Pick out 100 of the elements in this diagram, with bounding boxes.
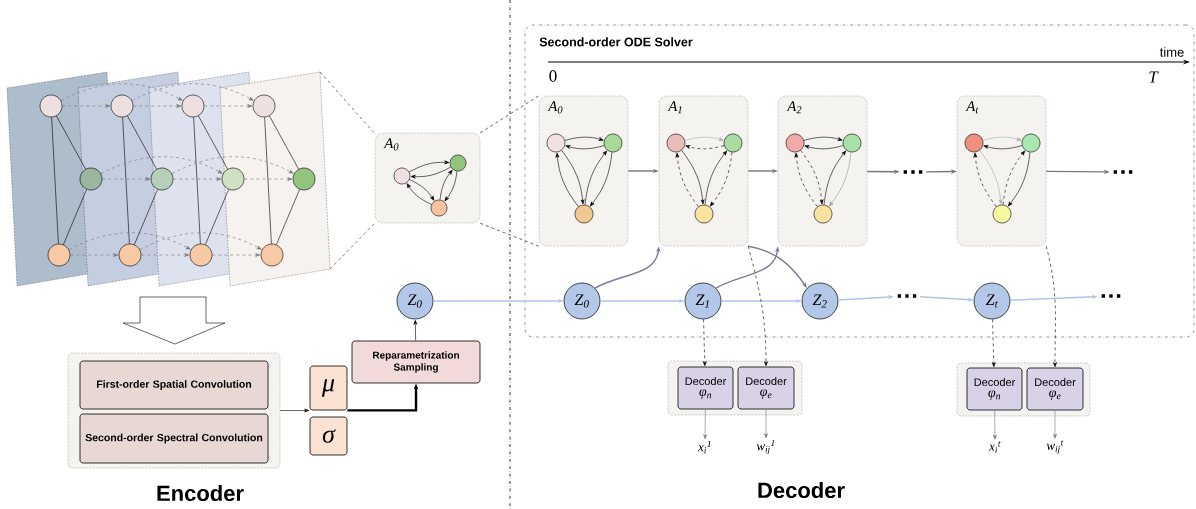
hollow-arrow [122,296,226,345]
arrow [561,150,585,205]
arrow [102,177,151,181]
graph-node [221,167,245,191]
arrow [444,170,458,202]
arrow [684,136,724,141]
arrow [139,232,262,250]
arrow [60,83,183,101]
graph-node [666,133,686,153]
output-label: x$_{i}$t [988,441,1001,453]
ellipsis: … [1101,294,1121,298]
arrow [823,150,847,206]
arrow [584,150,608,206]
graph-snapshot-box: A$_{2}$ [777,95,868,247]
graph-node [189,243,213,267]
decoder-box: Decoder φ$_{e}$ [1026,367,1084,411]
graph-node [723,133,743,153]
arrow [993,410,997,440]
arrow [141,253,190,257]
convolution-box: First-order Spatial Convolution [79,360,269,410]
arrow [703,409,707,440]
graph-node [992,204,1012,224]
decoder-box: Decoder φ$_{n}$ [966,367,1023,411]
graph-node [252,94,276,118]
arrow [681,150,705,205]
arrow [410,166,452,179]
arrow [982,136,1022,141]
arrow [62,104,111,108]
graph-node [39,94,63,118]
graph-snapshot-box: A$_{t}$ [956,95,1047,247]
section-title: Encoder [157,484,244,502]
arrow [565,145,605,150]
graph-node [546,133,566,153]
graph-node [842,133,862,153]
graph-snapshot-box: A$_{0}$ [538,95,629,247]
arrow [555,152,579,207]
output-label: w$_{ij}$t [1046,440,1064,454]
graph-node [110,94,134,118]
graph-node [813,204,833,224]
arrow [704,150,728,206]
arrow [173,177,222,181]
arrow [100,156,223,174]
ellipsis: … [903,170,923,174]
arrow [800,150,824,205]
graph-node [47,243,71,267]
arrow [279,408,310,413]
arrow [564,136,604,141]
arrow [1045,245,1057,368]
arrow [747,245,768,367]
graph-node [260,243,284,267]
arrow [131,83,254,101]
arrow [991,319,996,368]
axis-label: 0 [549,70,557,82]
arrow [710,151,733,207]
arrow [413,319,418,341]
decoder-box: Decoder φ$_{e}$ [737,366,795,410]
arrow [1002,150,1026,206]
arrow [439,169,453,201]
graph-node [1021,133,1041,153]
decoder-box: Decoder φ$_{n}$ [677,366,734,410]
mean-box: μ [309,365,348,411]
graph-node [694,204,714,224]
ellipsis: … [897,294,917,298]
arrow [590,151,613,207]
arrow [979,150,1003,205]
arrow [983,145,1023,150]
graph-node [574,204,594,224]
output-label: x$_{i}$1 [697,440,711,454]
graph-node [79,167,103,191]
arrow [244,177,293,181]
graph-node [964,133,984,153]
arrow [794,152,818,207]
arrow [764,409,768,439]
arrow [803,136,843,141]
graph-node [292,167,316,191]
arrow [68,232,191,250]
graph-snapshot-box: A$_{1}$ [658,95,749,247]
arrow [804,145,844,150]
output-label: w$_{ij}$1 [756,439,775,455]
ellipsis: … [1113,170,1133,174]
convolution-box: Second-order Spectral Convolution [79,413,269,464]
graph-node [118,243,142,267]
axis-label: T [1149,71,1159,83]
arrow [171,156,294,174]
variance-box: σ [309,416,348,456]
arrow [973,152,997,207]
graph-node [150,167,174,191]
arrow [1053,410,1057,439]
arrow [70,253,119,257]
arrow [212,253,261,257]
arrow [408,160,450,173]
arrow [1008,151,1031,207]
graph-node [785,133,805,153]
arrow [702,319,707,367]
arrow [133,104,182,108]
graph-node [181,94,205,118]
sampling-box: Reparametrization Sampling [351,340,481,384]
axis-label: time [1159,47,1184,57]
section-title: Decoder [758,481,845,499]
arrow [675,152,699,207]
